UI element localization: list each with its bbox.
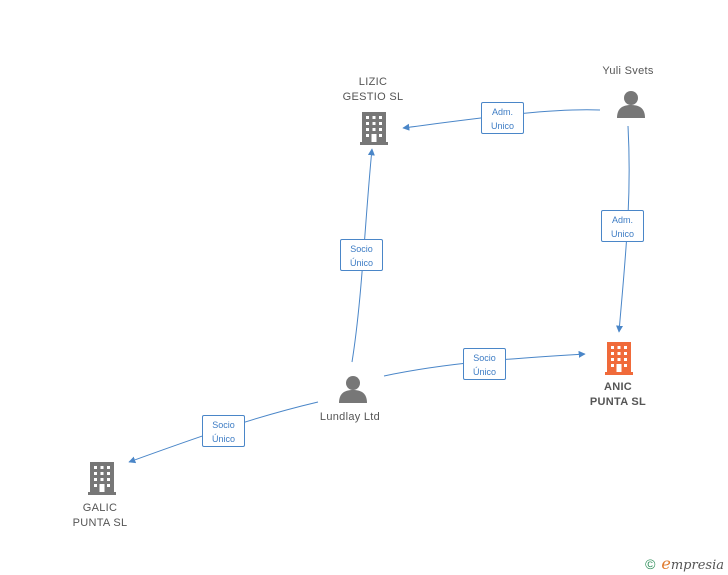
lizic-label[interactable]: LIZIC GESTIO SL [342,76,404,103]
edge-label-lundlay-anic: Socio Único [463,348,506,380]
anic-label[interactable]: ANIC PUNTA SL [589,381,647,408]
empresia-logo[interactable]: empresia [661,554,724,573]
galic-label[interactable]: GALIC PUNTA SL [72,502,128,529]
copyright-icon: © [645,555,656,572]
lundlay-person-icon[interactable] [339,376,367,403]
anic-building-icon[interactable] [605,342,633,375]
yuli-person-icon[interactable] [617,91,645,118]
yuli-label[interactable]: Yuli Svets [602,65,654,77]
edge-label-lundlay-lizic: Socio Único [340,239,383,271]
edge-label-lundlay-galic: Socio Único [202,415,245,447]
edge-label-yuli-lizic: Adm. Unico [481,102,524,134]
footer-brand: © empresia [645,554,724,573]
lizic-building-icon[interactable] [360,112,388,145]
galic-building-icon[interactable] [88,462,116,495]
edge-label-yuli-anic: Adm. Unico [601,210,644,242]
lundlay-label[interactable]: Lundlay Ltd [319,411,381,423]
